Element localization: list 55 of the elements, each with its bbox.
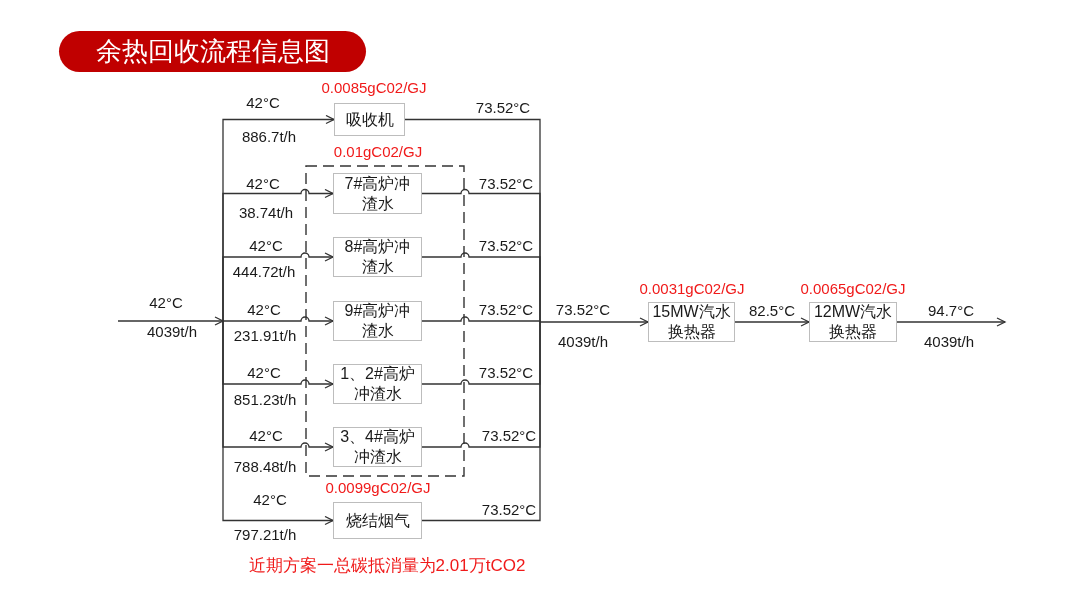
temperature-label: 73.52°C (478, 301, 534, 319)
flow-rate-label: 4039t/h (558, 333, 608, 351)
process-box: 12MW汽水换热器 (809, 302, 897, 342)
process-box: 吸收机 (334, 103, 405, 136)
arrow (222, 316, 334, 326)
process-box: 1、2#高炉冲渣水 (333, 364, 422, 404)
temperature-label: 42°C (246, 94, 280, 112)
temperature-label: 73.52°C (478, 364, 534, 382)
flow-rate-label: 797.21t/h (233, 526, 297, 544)
emission-factor-label: 0.01gC02/GJ (333, 143, 423, 161)
emission-factor-label: 0.0085gC02/GJ (321, 79, 427, 97)
temperature-label: 42°C (149, 294, 183, 312)
connector-line (421, 316, 541, 323)
process-box: 烧结烟气 (333, 502, 422, 539)
arrow (896, 317, 1006, 327)
temperature-label: 73.52°C (481, 427, 537, 445)
emission-factor-label: 0.0065gC02/GJ (800, 280, 906, 298)
title-banner: 余热回收流程信息图 (59, 31, 366, 72)
temperature-label: 73.52°C (478, 175, 534, 193)
temperature-label: 42°C (249, 237, 283, 255)
flow-rate-label: 851.23t/h (233, 391, 297, 409)
emission-factor-label: 0.0031gC02/GJ (639, 280, 745, 298)
temperature-label: 73.52°C (475, 99, 531, 117)
flow-rate-label: 788.48t/h (233, 458, 297, 476)
flow-rate-label: 444.72t/h (232, 263, 296, 281)
flow-rate-label: 38.74t/h (238, 204, 294, 222)
connector-line (421, 321, 541, 522)
edge-label: 82.5°C (749, 302, 795, 320)
arrow (117, 316, 224, 326)
connector-line (421, 252, 541, 323)
temperature-label: 73.52°C (481, 501, 537, 519)
process-box: 8#高炉冲渣水 (333, 237, 422, 277)
process-box: 15MW汽水换热器 (648, 302, 735, 342)
process-box: 3、4#高炉冲渣水 (333, 427, 422, 467)
temperature-label: 42°C (246, 175, 280, 193)
temperature-label: 73.52°C (478, 237, 534, 255)
temperature-label: 42°C (247, 301, 281, 319)
flow-rate-label: 886.7t/h (241, 128, 297, 146)
arrow (539, 317, 649, 327)
temperature-label: 94.7°C (928, 302, 974, 320)
process-box: 9#高炉冲渣水 (333, 301, 422, 341)
dashed-group-box (305, 165, 465, 477)
temperature-label: 42°C (253, 491, 287, 509)
temperature-label: 42°C (247, 364, 281, 382)
process-box: 7#高炉冲渣水 (333, 173, 422, 214)
arrow (222, 252, 334, 322)
arrow (222, 320, 334, 526)
flow-rate-label: 4039t/h (147, 323, 197, 341)
summary-note: 近期方案一总碳抵消量为2.01万tCO2 (248, 556, 526, 576)
temperature-label: 73.52°C (555, 301, 611, 319)
arrow (734, 317, 810, 327)
temperature-label: 42°C (249, 427, 283, 445)
flow-rate-label: 231.91t/h (233, 327, 297, 345)
flow-rate-label: 4039t/h (924, 333, 974, 351)
emission-factor-label: 0.0099gC02/GJ (325, 479, 431, 497)
